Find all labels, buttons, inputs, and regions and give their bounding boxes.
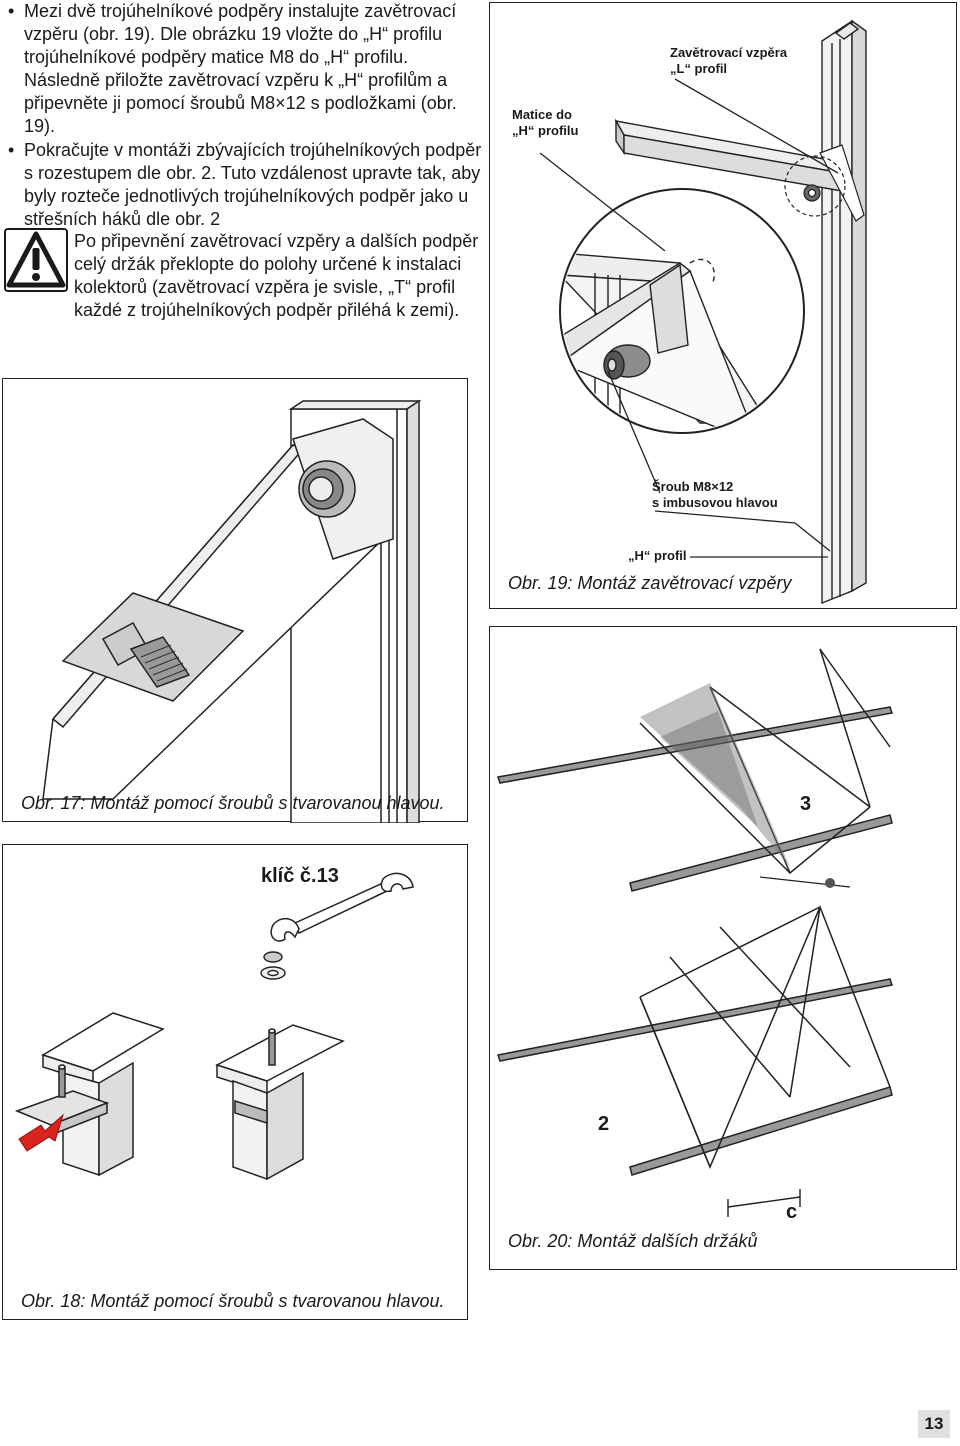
label-h-profile: „H“ profil (628, 548, 687, 563)
warning-icon (4, 228, 68, 292)
figure-19: Matice do „H“ profilu Zavětrovací vzpěra… (489, 2, 957, 609)
figure-19-caption: Obr. 19: Montáž zavětrovací vzpěry (508, 573, 792, 593)
instruction-item: Pokračujte v montáži zbývajících trojúhe… (6, 139, 484, 231)
wrench-icon (270, 872, 414, 942)
figure-18: klíč č.13 (2, 844, 468, 1320)
figure-17: Obr. 17: Montáž pomocí šroubů s tvarovan… (2, 378, 468, 823)
fig20-number-2: 2 (598, 1113, 610, 1135)
instruction-list: Mezi dvě trojúhelníkové podpěry instaluj… (6, 0, 484, 232)
warning-text: Po připevnění zavětrovací vzpěry a další… (74, 231, 479, 320)
label-brace-line2: „L“ profil (670, 61, 728, 76)
wrench-label: klíč č.13 (261, 865, 339, 887)
label-nut-line2: „H“ profilu (512, 123, 579, 138)
label-nut: Matice do „H“ profilu (512, 107, 578, 139)
label-bolt: Šroub M8×12 s imbusovou hlavou (652, 479, 778, 511)
figure-20-caption: Obr. 20: Montáž dalších držáků (508, 1231, 758, 1251)
figure-20: 3 2 c Obr. 20: Montáž dalších držáků (489, 626, 957, 1270)
instruction-item: Mezi dvě trojúhelníkové podpěry instaluj… (6, 0, 484, 138)
fig20-dimension-c: c (786, 1201, 798, 1223)
fig20-number-3: 3 (800, 793, 812, 815)
label-brace-line1: Zavětrovací vzpěra (670, 45, 788, 60)
arrow-icon (18, 1113, 65, 1152)
figure-17-caption: Obr. 17: Montáž pomocí šroubů s tvarovan… (21, 793, 445, 813)
figure-18-caption: Obr. 18: Montáž pomocí šroubů s tvarovan… (21, 1291, 445, 1311)
label-bolt-line2: s imbusovou hlavou (652, 495, 778, 510)
page-number: 13 (918, 1410, 950, 1438)
label-bolt-line1: Šroub M8×12 (652, 479, 734, 494)
nut-icon (260, 951, 286, 980)
label-nut-line1: Matice do (512, 107, 572, 122)
label-brace: Zavětrovací vzpěra „L“ profil (670, 45, 787, 77)
